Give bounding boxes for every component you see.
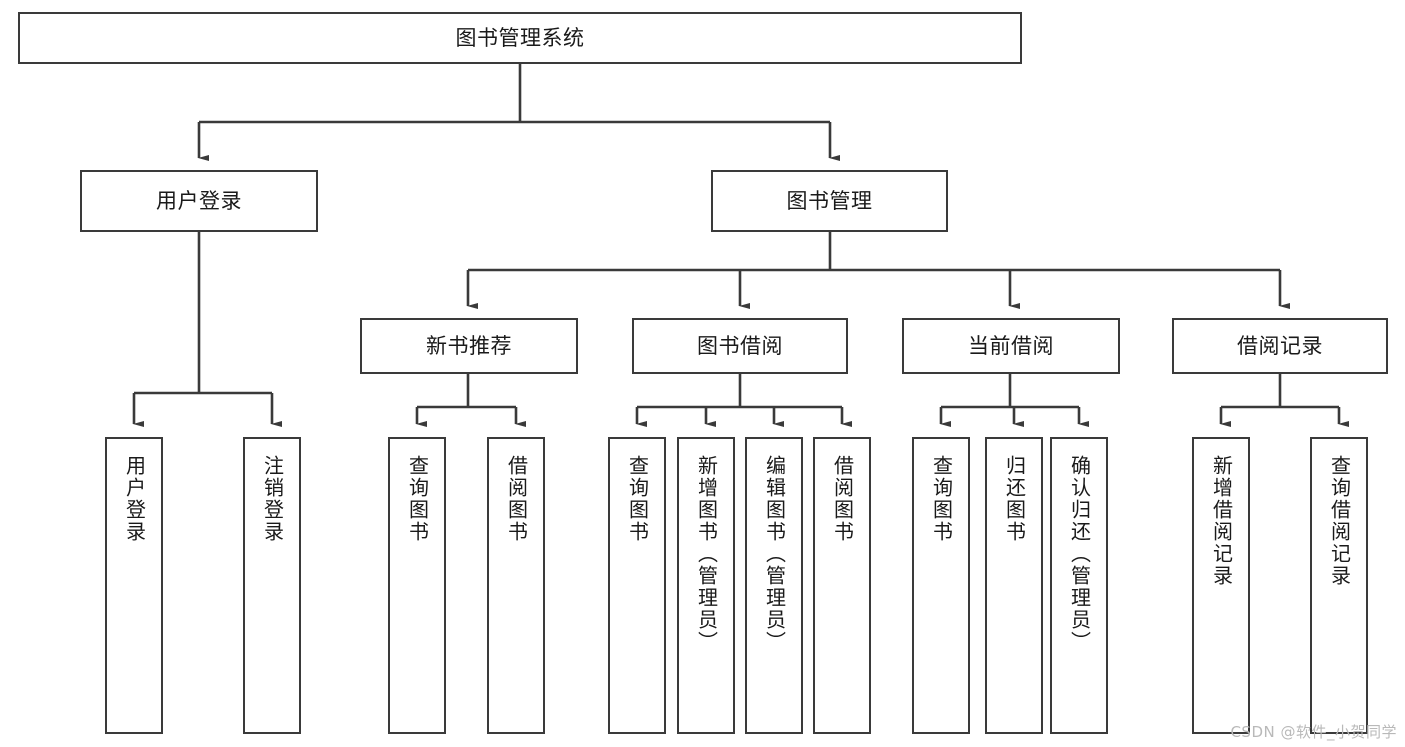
level2-node-1[interactable]: 图书管理 — [711, 170, 948, 232]
leaf-node-3[interactable]: 借阅图书 — [487, 437, 545, 734]
node-label: 借阅记录 — [1237, 333, 1323, 358]
level3-node-0[interactable]: 新书推荐 — [360, 318, 578, 374]
connector-userlogin-to-leaves — [132, 232, 282, 427]
node-label: 图书管理 — [786, 188, 873, 213]
leaf-node-11[interactable]: 新增借阅记录 — [1192, 437, 1250, 734]
node-label: 查询图书 — [405, 455, 430, 543]
leaf-node-12[interactable]: 查询借阅记录 — [1310, 437, 1368, 734]
node-label: 新增图书（管理员） — [694, 455, 719, 653]
node-label: 确认归还（管理员） — [1067, 455, 1092, 653]
leaf-node-5[interactable]: 新增图书（管理员） — [677, 437, 735, 734]
root-node[interactable]: 图书管理系统 — [18, 12, 1022, 64]
node-label: 注销登录 — [260, 455, 285, 543]
leaf-node-8[interactable]: 查询图书 — [912, 437, 970, 734]
level3-node-3[interactable]: 借阅记录 — [1172, 318, 1388, 374]
connector-borrow-to-leaves — [635, 374, 852, 427]
leaf-node-0[interactable]: 用户登录 — [105, 437, 163, 734]
node-label: 借阅图书 — [504, 455, 529, 543]
csdn-watermark: CSDN @软件_小贺同学 — [1230, 723, 1397, 741]
leaf-node-4[interactable]: 查询图书 — [608, 437, 666, 734]
level3-node-2[interactable]: 当前借阅 — [902, 318, 1120, 374]
node-label: 用户登录 — [122, 455, 147, 543]
node-label: 编辑图书（管理员） — [762, 455, 787, 653]
connector-newbook-to-leaves — [415, 374, 526, 427]
node-label: 归还图书 — [1002, 455, 1027, 543]
connector-bookmgmt-to-level3 — [466, 232, 1290, 309]
node-label: 图书借阅 — [697, 333, 783, 358]
leaf-node-7[interactable]: 借阅图书 — [813, 437, 871, 734]
node-label: 图书管理系统 — [455, 25, 585, 50]
connector-record-to-leaves — [1219, 374, 1349, 427]
node-label: 查询图书 — [929, 455, 954, 543]
leaf-node-10[interactable]: 确认归还（管理员） — [1050, 437, 1108, 734]
node-label: 查询借阅记录 — [1327, 455, 1352, 587]
level2-node-0[interactable]: 用户登录 — [80, 170, 318, 232]
node-label: 新书推荐 — [426, 333, 512, 358]
node-label: 查询图书 — [625, 455, 650, 543]
leaf-node-1[interactable]: 注销登录 — [243, 437, 301, 734]
node-label: 新增借阅记录 — [1209, 455, 1234, 587]
leaf-node-2[interactable]: 查询图书 — [388, 437, 446, 734]
leaf-node-9[interactable]: 归还图书 — [985, 437, 1043, 734]
node-label: 当前借阅 — [968, 333, 1054, 358]
connector-current-to-leaves — [939, 374, 1089, 427]
connector-root-to-level2 — [197, 64, 840, 161]
node-label: 借阅图书 — [830, 455, 855, 543]
level3-node-1[interactable]: 图书借阅 — [632, 318, 848, 374]
leaf-node-6[interactable]: 编辑图书（管理员） — [745, 437, 803, 734]
node-label: 用户登录 — [156, 188, 242, 213]
